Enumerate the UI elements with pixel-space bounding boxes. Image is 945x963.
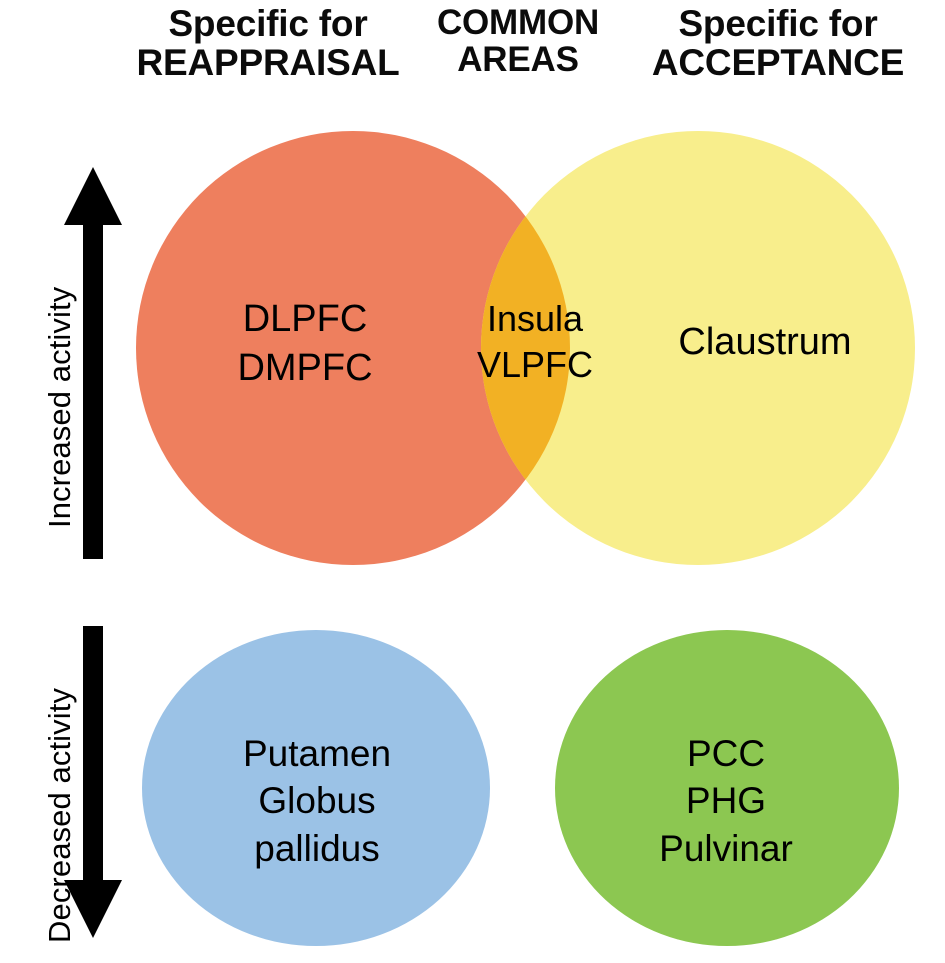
column-header-acceptance: Specific for ACCEPTANCE (618, 3, 938, 84)
arrow-down-decreased-activity (64, 626, 122, 938)
arrow-up-increased-activity (64, 167, 122, 559)
column-header-common-line2: AREAS (457, 40, 579, 80)
circle-reappraisal-specific (136, 131, 570, 565)
ellipse-decreased-acceptance (555, 630, 899, 946)
column-header-reappraisal-line2: REAPPRAISAL (136, 42, 400, 84)
circle-acceptance-specific (481, 131, 915, 565)
column-header-common-line1: COMMON (436, 3, 600, 42)
column-header-acceptance-line2: ACCEPTANCE (651, 42, 905, 84)
column-header-reappraisal: Specific for REAPPRAISAL (118, 3, 418, 84)
column-header-common: COMMON AREAS (418, 4, 618, 78)
ellipse-decreased-reappraisal (142, 630, 490, 946)
column-header-acceptance-line1: Specific for (678, 3, 878, 44)
column-header-reappraisal-line1: Specific for (168, 3, 368, 44)
